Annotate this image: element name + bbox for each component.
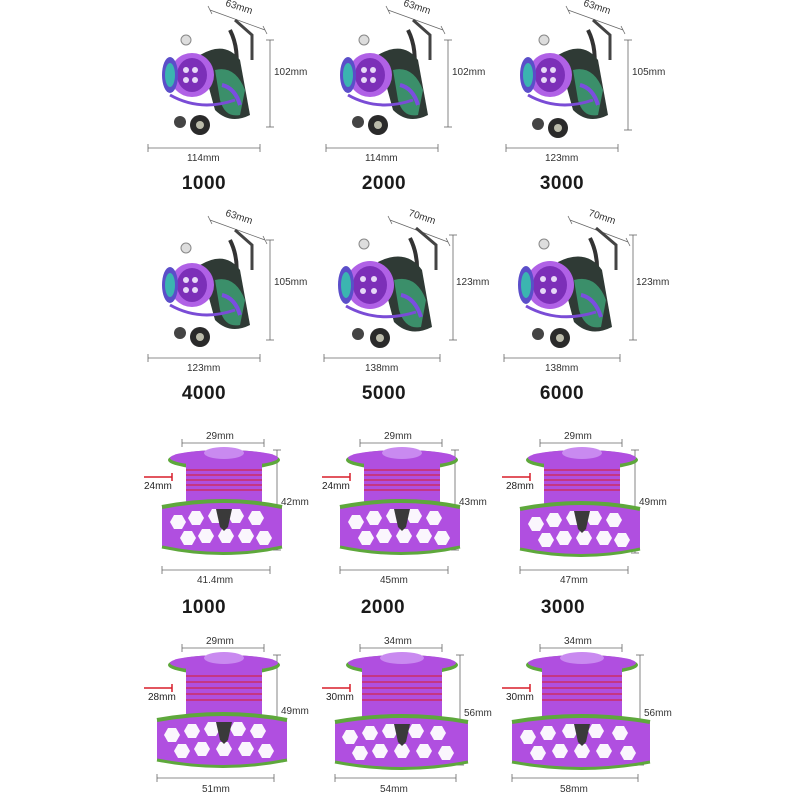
reel-height: 105mm [274, 277, 308, 288]
spool-card-5: 34mm 30mm 56mm 54mm [320, 630, 580, 800]
spool-diameter: 51mm [202, 784, 230, 795]
spool-line-depth: 24mm [322, 481, 350, 492]
reel-card-1000: 63mm 102mm 114mm 1000 [140, 0, 400, 200]
spool-line-depth: 30mm [506, 692, 534, 703]
spool-top-width: 34mm [384, 636, 412, 647]
spool-card-1000: 29mm 24mm 42mm 41.4mm 1000 [142, 425, 402, 625]
spool-size: 3000 [540, 597, 586, 618]
reel-length: 123mm [187, 363, 221, 374]
reel-image [147, 215, 274, 362]
spool-top-width: 29mm [384, 431, 412, 442]
spool-diameter: 47mm [560, 575, 588, 586]
spool-height: 49mm [639, 497, 667, 508]
spool-diameter: 54mm [380, 784, 408, 795]
reel-length: 123mm [545, 153, 579, 164]
reel-length: 138mm [365, 363, 399, 374]
reel-image [505, 5, 632, 152]
spool-image [144, 644, 288, 782]
spool-top-width: 29mm [564, 431, 592, 442]
spool-top-width: 29mm [206, 431, 234, 442]
reel-height: 102mm [452, 67, 486, 78]
reel-card-5000: 70mm 123mm 138mm 5000 [318, 208, 578, 410]
spool-image [144, 439, 283, 574]
reel-size: 1000 [181, 173, 227, 194]
reel-image [325, 5, 452, 152]
reel-height: 123mm [636, 277, 670, 288]
spool-top-width: 34mm [564, 636, 592, 647]
reel-size: 3000 [539, 173, 585, 194]
reel-card-6000: 70mm 123mm 138mm 6000 [498, 208, 758, 410]
spool-height: 56mm [644, 708, 672, 719]
reel-height: 123mm [456, 277, 490, 288]
reel-size: 6000 [539, 383, 585, 404]
spool-image [502, 644, 651, 782]
reel-card-4000: 63mm 105mm 123mm 4000 [140, 208, 400, 410]
spool-image [322, 439, 461, 574]
reel-size: 2000 [361, 173, 407, 194]
spool-diameter: 45mm [380, 575, 408, 586]
spool-diameter: 41.4mm [197, 575, 234, 586]
spool-size: 1000 [181, 597, 227, 618]
spool-height: 49mm [281, 706, 309, 717]
reel-length: 114mm [365, 153, 398, 164]
reel-length: 114mm [187, 153, 220, 164]
spool-size: 2000 [360, 597, 406, 618]
spool-line-depth: 28mm [506, 481, 534, 492]
spool-image [502, 439, 641, 574]
spool-height: 56mm [464, 708, 492, 719]
spool-card-3000: 29mm 28mm 49mm 47mm 3000 [500, 425, 760, 625]
reel-card-2000: 63mm 102mm 114mm 2000 [318, 0, 578, 200]
spool-card-4: 29mm 28mm 49mm 51mm [142, 630, 402, 800]
spool-top-width: 29mm [206, 636, 234, 647]
spool-height: 42mm [281, 497, 309, 508]
spool-diameter: 58mm [560, 784, 588, 795]
reel-height: 105mm [632, 67, 666, 78]
reel-image [503, 215, 637, 362]
reel-size: 4000 [181, 383, 227, 404]
reel-length: 138mm [545, 363, 579, 374]
reel-image [323, 215, 457, 362]
spool-line-depth: 24mm [144, 481, 172, 492]
reel-height: 102mm [274, 67, 308, 78]
reel-size: 5000 [361, 383, 407, 404]
reel-card-3000: 63mm 105mm 123mm 3000 [498, 0, 758, 200]
spool-image [322, 644, 469, 782]
spool-card-6: 34mm 30mm 56mm 58mm [500, 630, 760, 800]
spool-card-2000: 29mm 24mm 43mm 45mm 2000 [320, 425, 580, 625]
spool-height: 43mm [459, 497, 487, 508]
reel-image [147, 5, 274, 152]
spool-line-depth: 28mm [148, 692, 176, 703]
spool-line-depth: 30mm [326, 692, 354, 703]
